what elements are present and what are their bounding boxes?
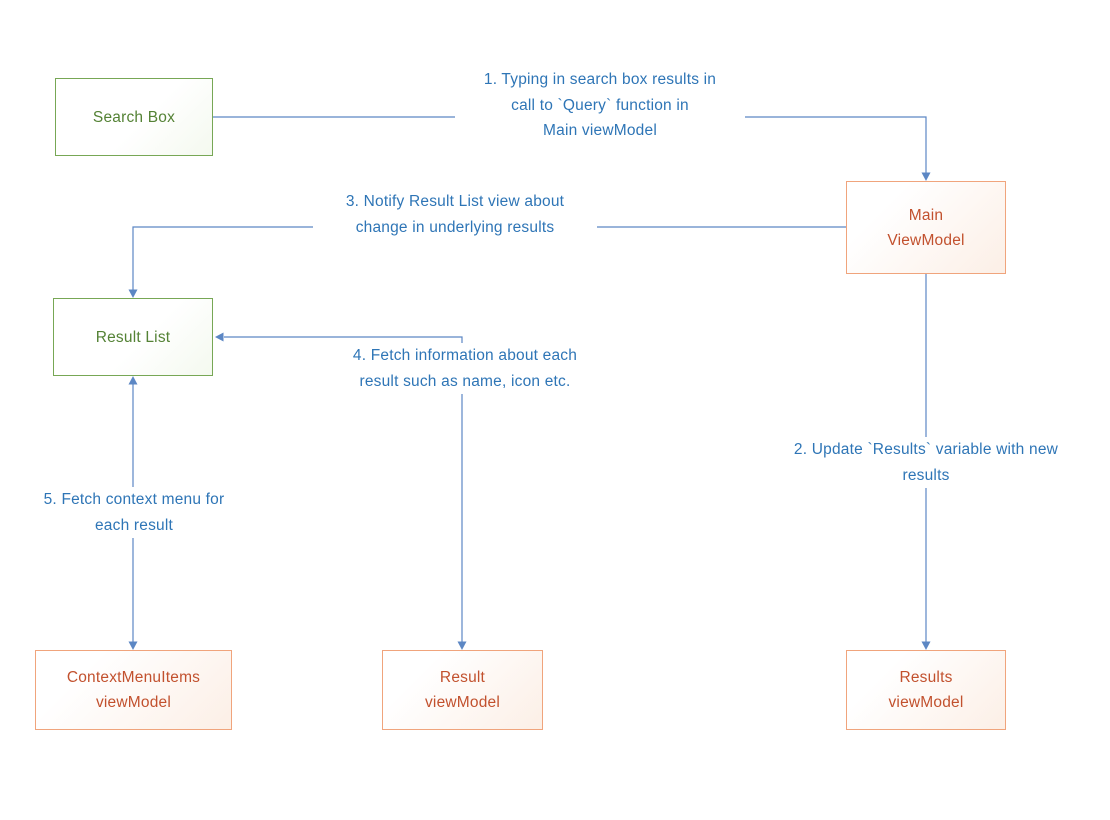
arrowhead-up-icon [128,376,138,385]
node-result-viewmodel: Result viewModel [382,650,543,730]
node-result-list-label: Result List [95,328,171,346]
node-main-viewmodel-label: Main ViewModel [887,206,965,249]
node-main-viewmodel: Main ViewModel [846,181,1006,274]
arrowhead-left-icon [215,332,224,342]
node-result-list: Result List [53,298,213,376]
annotation-step-1: 1. Typing in search box results in call … [455,67,745,144]
node-contextmenuitems-viewmodel-label: ContextMenuItems viewModel [66,669,201,711]
connector-step-1 [213,116,931,181]
arrowhead-down-icon [128,641,138,650]
arrowhead-down-icon [457,641,467,650]
arrowhead-down-icon [128,289,138,298]
node-results-viewmodel-label: Results viewModel [888,669,964,711]
node-result-viewmodel-label: Result viewModel [424,669,501,711]
annotation-step-3: 3. Notify Result List view about change … [313,189,597,240]
node-search-box: Search Box [55,78,213,156]
annotation-step-2: 2. Update `Results` variable with new re… [766,437,1086,488]
annotation-step-5: 5. Fetch context menu for each result [23,487,245,538]
node-contextmenuitems-viewmodel: ContextMenuItems viewModel [35,650,232,730]
annotation-step-4: 4. Fetch information about each result s… [323,343,607,394]
connector-step-3 [128,226,846,298]
arrowhead-down-icon [921,172,931,181]
node-search-box-label: Search Box [92,108,176,126]
connector-step-4 [215,332,467,650]
node-results-viewmodel: Results viewModel [846,650,1006,730]
arrowhead-down-icon [921,641,931,650]
